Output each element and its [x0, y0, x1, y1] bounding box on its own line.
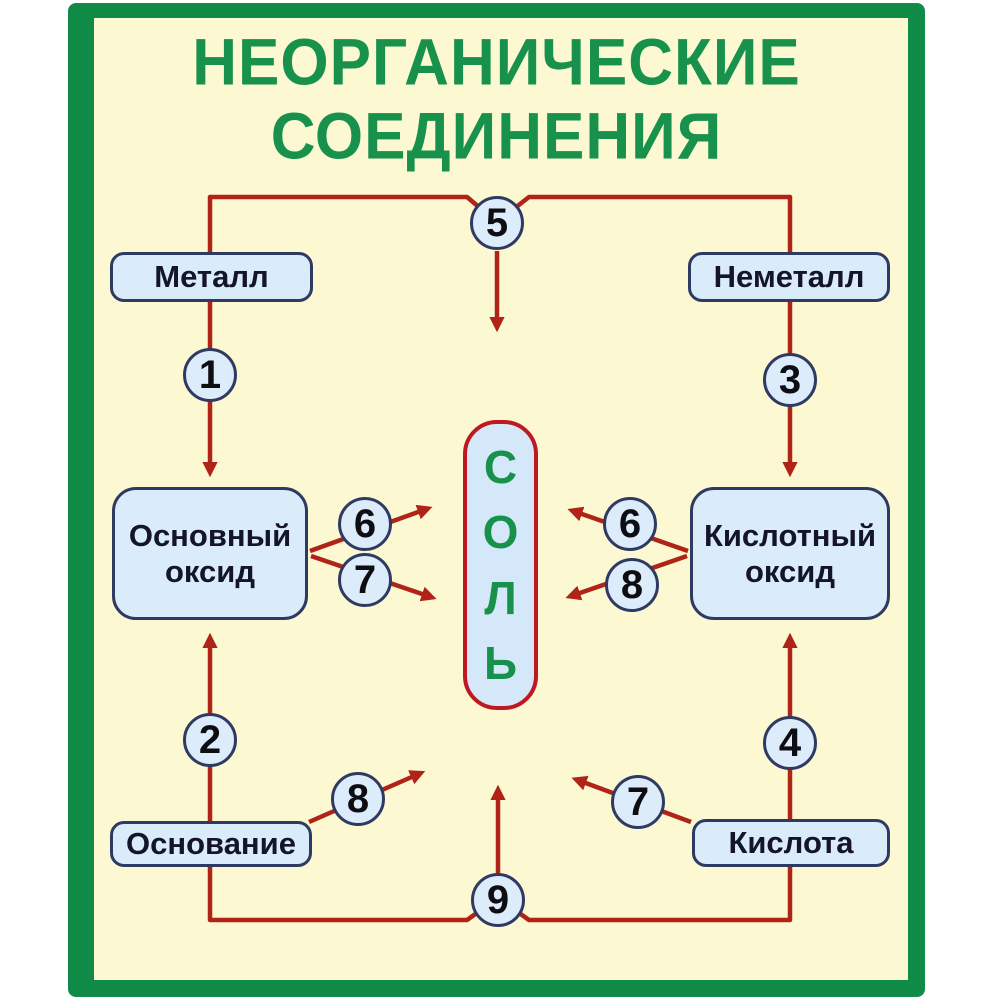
node-basic-oxide-line1: Основный	[128, 517, 292, 553]
node-nonmetal: Неметалл	[688, 252, 890, 302]
page-title-line1: НЕОРГАНИЧЕСКИЕ	[192, 26, 801, 100]
node-acidic-oxide-line2: оксид	[744, 553, 836, 589]
node-base: Основание	[110, 821, 312, 867]
node-salt: С О Л Ь	[463, 420, 538, 710]
marker-7-bottom: 7	[611, 775, 665, 829]
node-metal: Металл	[110, 252, 313, 302]
page-title: НЕОРГАНИЧЕСКИЕ СОЕДИНЕНИЯ	[68, 26, 925, 174]
connector-base-to-9	[207, 867, 483, 923]
node-acid: Кислота	[692, 819, 890, 867]
marker-5: 5	[470, 196, 524, 250]
marker-7-left: 7	[338, 553, 392, 607]
node-nonmetal-label: Неметалл	[713, 259, 865, 294]
connector-nonmetal-to-5	[513, 194, 793, 253]
node-basic-oxide: Основный оксид	[112, 487, 308, 620]
marker-4: 4	[763, 716, 817, 770]
node-acidic-oxide: Кислотный оксид	[690, 487, 890, 620]
node-salt-letter-4: Ь	[483, 637, 518, 690]
node-acid-label: Кислота	[728, 825, 854, 860]
marker-6-left: 6	[338, 497, 392, 551]
node-salt-letter-3: Л	[484, 571, 517, 624]
page-title-line2: СОЕДИНЕНИЯ	[270, 100, 723, 174]
marker-8-bottom: 8	[331, 772, 385, 826]
marker-1: 1	[183, 348, 237, 402]
node-acidic-oxide-line1: Кислотный	[703, 517, 877, 553]
node-base-label: Основание	[126, 826, 296, 861]
node-salt-letter-2: О	[482, 506, 519, 559]
marker-9: 9	[471, 873, 525, 927]
connector-acid-to-9	[513, 867, 793, 923]
node-basic-oxide-line2: оксид	[164, 553, 256, 589]
node-salt-letter-1: С	[483, 440, 518, 493]
marker-6-right: 6	[603, 497, 657, 551]
marker-2: 2	[183, 713, 237, 767]
connector-metal-to-5	[207, 194, 482, 253]
marker-3: 3	[763, 353, 817, 407]
node-metal-label: Металл	[154, 259, 269, 294]
marker-8-right: 8	[605, 558, 659, 612]
